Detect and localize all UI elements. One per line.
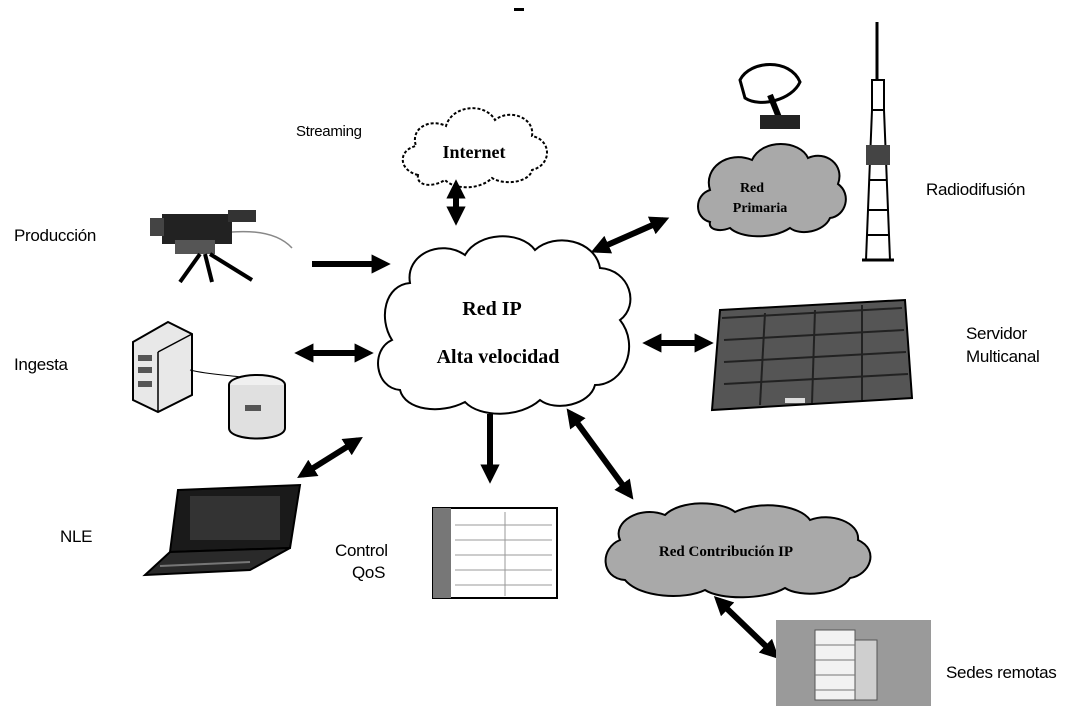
streaming-label: Streaming bbox=[296, 123, 362, 140]
qos-screen-icon bbox=[432, 507, 558, 599]
building-icon bbox=[776, 620, 931, 706]
disk-icon bbox=[228, 374, 286, 440]
red-ip-cloud: Red IP Alta velocidad bbox=[377, 235, 632, 415]
arrow-nle bbox=[297, 436, 363, 479]
arrow-sedes bbox=[713, 596, 780, 659]
satellite-dish-icon bbox=[738, 63, 802, 129]
multicanal-label: Multicanal bbox=[966, 347, 1040, 366]
server-icon bbox=[132, 320, 249, 414]
arrow-primaria bbox=[590, 216, 670, 254]
camera-icon bbox=[150, 210, 293, 284]
red-primaria-line1: Red bbox=[740, 181, 764, 196]
arrow-contribucion bbox=[566, 408, 634, 500]
servidor-label: Servidor bbox=[966, 324, 1027, 343]
alta-velocidad-label: Alta velocidad bbox=[437, 346, 560, 368]
nle-label: NLE bbox=[60, 527, 93, 546]
red-contribucion-cloud: Red Contribución IP bbox=[604, 502, 872, 599]
radiodifusion-label: Radiodifusión bbox=[926, 180, 1026, 199]
sedes-label: Sedes remotas bbox=[946, 663, 1057, 682]
ingesta-label: Ingesta bbox=[14, 355, 68, 374]
red-ip-label: Red IP bbox=[462, 298, 521, 320]
arrows bbox=[294, 179, 780, 659]
produccion-label: Producción bbox=[14, 226, 97, 245]
red-primaria-cloud: Red Primaria bbox=[697, 143, 847, 238]
control-label: Control bbox=[335, 541, 388, 560]
rack-server-icon bbox=[710, 298, 914, 412]
internet-label: Internet bbox=[443, 142, 506, 162]
laptop-icon bbox=[142, 483, 302, 577]
top-dash bbox=[514, 8, 524, 11]
red-primaria-line2: Primaria bbox=[733, 201, 787, 216]
contribucion-label: Red Contribución IP bbox=[659, 544, 793, 560]
qos-label: QoS bbox=[352, 563, 386, 582]
tower-icon bbox=[862, 22, 894, 262]
internet-cloud: Internet bbox=[401, 107, 548, 189]
